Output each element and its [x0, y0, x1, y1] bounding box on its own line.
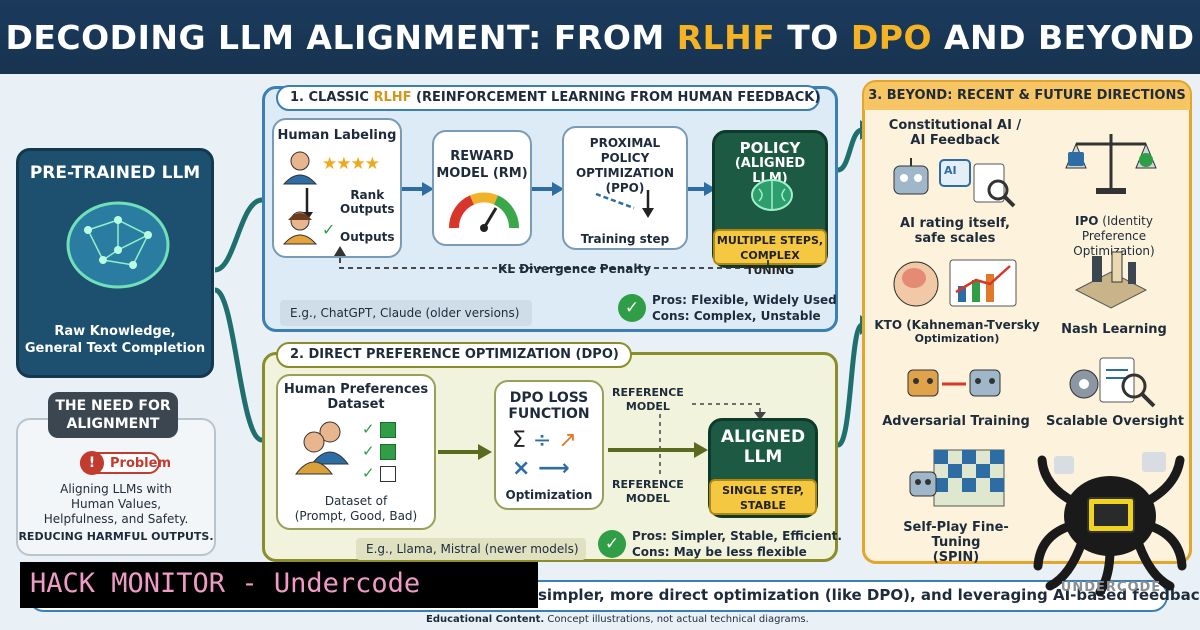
multiple-steps-badge: MULTIPLE STEPS,COMPLEX TUNING — [713, 229, 827, 277]
rlhf-title: 1. CLASSIC RLHF (REINFORCEMENT LEARNING … — [276, 85, 820, 111]
oversight-icon — [1069, 357, 1156, 408]
pretrained-title: PRE-TRAINED LLM — [29, 163, 201, 183]
optimize-arrow-icon: × ⟶ — [512, 456, 570, 481]
rating-stars-icon: ★★★★ — [322, 154, 380, 174]
kl-loop-arrow — [334, 246, 769, 269]
spin-label: Self-Play Fine-Tuning(SPIN) — [903, 520, 1009, 565]
dpo-example: E.g., Llama, Mistral (newer models) — [356, 538, 586, 560]
header-bar: DECODING LLM ALIGNMENT: FROM RLHF TO DPO… — [0, 0, 1200, 74]
watermark-banner: HACK MONITOR - Undercode — [20, 562, 538, 608]
preference-checklist: ✓ ✓ ✓ — [362, 418, 412, 484]
check-icon: ✓ — [322, 220, 336, 239]
problem-badge: ! Problem — [80, 451, 171, 475]
summary-text: simpler, more direct optimization (like … — [538, 586, 1200, 604]
constitutional-ai-label: Constitutional AI /AI Feedback — [888, 118, 1022, 148]
arrow-right-icon — [532, 182, 564, 196]
scales-icon — [1065, 134, 1157, 194]
watermark-text: HACK MONITOR - Undercode — [30, 568, 421, 599]
disclaimer: Educational Content. Concept illustratio… — [426, 614, 809, 625]
arrow-right-icon — [402, 182, 434, 196]
dpo-title: 2. DIRECT PREFERENCE OPTIMIZATION (DPO) — [276, 342, 632, 368]
policy-box: POLICY(ALIGNED LLM) MULTIPLE STEPS,COMPL… — [712, 130, 828, 277]
adversarial-training-label: Adversarial Training — [882, 414, 1030, 429]
scalable-oversight-label: Scalable Oversight — [1046, 414, 1184, 429]
undercode-logo-text: UNDERCODE — [1060, 580, 1162, 595]
reference-links — [608, 403, 766, 476]
ai-rating-label: AI rating itself,safe scales — [900, 216, 1010, 246]
check-circle-icon: ✓ — [618, 294, 646, 322]
ai-tag-label: AI — [944, 164, 957, 177]
dpo-pros-cons: ✓ Pros: Simpler, Stable, Efficient.Cons:… — [598, 526, 842, 562]
robot-feedback-icon — [893, 158, 1016, 208]
nash-learning-label: Nash Learning — [1061, 322, 1167, 337]
page-title: DECODING LLM ALIGNMENT: FROM RLHF TO DPO… — [5, 17, 1195, 57]
brain-icon — [751, 179, 793, 211]
person-icon — [282, 151, 318, 185]
adversarial-robots-icon — [907, 369, 1001, 397]
check-circle-icon: ✓ — [598, 530, 626, 558]
neural-brain-icon — [66, 201, 170, 289]
chess-icon — [1074, 251, 1148, 309]
brain-chart-icon — [893, 259, 1017, 307]
math-symbols-icon: Σ ÷ ↗ — [512, 428, 577, 453]
warning-icon: ! — [80, 451, 104, 475]
outputs-label: Outputs — [340, 230, 395, 244]
pretrained-desc: Raw Knowledge,General Text Completion — [24, 324, 206, 356]
people-icon — [294, 421, 350, 475]
gauge-icon — [449, 192, 519, 232]
pretrained-llm-card: PRE-TRAINED LLM Raw Knowledge,General Te… — [16, 148, 214, 378]
single-step-badge: SINGLE STEP,STABLE — [709, 479, 817, 515]
kl-label: KL Divergence Penalty — [498, 262, 652, 276]
person-female-icon — [282, 211, 318, 245]
beyond-title: 3. BEYOND: RECENT & FUTURE DIRECTIONS — [864, 82, 1190, 110]
self-play-icon — [909, 449, 1005, 507]
descent-arrow-icon — [595, 190, 654, 218]
arrow-right-icon — [438, 444, 492, 460]
rlhf-example: E.g., ChatGPT, Claude (older versions) — [280, 300, 532, 326]
arrow-right-icon — [688, 182, 716, 196]
undercode-logo-icon — [1033, 452, 1187, 597]
